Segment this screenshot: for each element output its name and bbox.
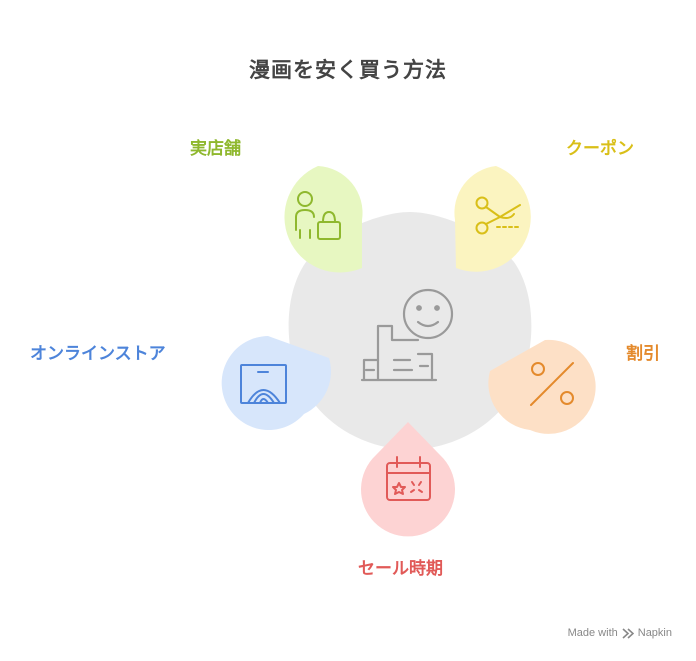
footer-brand: Napkin bbox=[637, 627, 672, 639]
happy-savings-icon bbox=[360, 288, 454, 382]
online-shopping-bag-icon bbox=[240, 364, 287, 404]
label-discount: 割引 bbox=[626, 344, 660, 364]
label-sale-period: セール時期 bbox=[358, 559, 443, 579]
scissors-cutting-coupon-icon bbox=[475, 196, 521, 235]
sale-calendar-icon bbox=[386, 456, 431, 501]
petal-discount bbox=[488, 339, 596, 434]
diagram-title: 漫画を安く買う方法 bbox=[249, 58, 447, 82]
petal-coupon bbox=[454, 166, 531, 272]
petal-physical-store bbox=[284, 166, 363, 273]
petal-online-store bbox=[221, 336, 331, 430]
footer-credit: Made with Napkin bbox=[568, 627, 672, 639]
petal-sale-period bbox=[361, 422, 456, 537]
label-online-store: オンラインストア bbox=[30, 344, 166, 364]
label-coupon: クーポン bbox=[566, 139, 634, 159]
footer-text: Made with bbox=[567, 627, 618, 639]
napkin-logo-icon bbox=[622, 627, 634, 639]
shopper-with-bag-icon bbox=[295, 191, 341, 240]
percent-icon bbox=[530, 362, 574, 406]
label-physical-store: 実店舗 bbox=[190, 139, 241, 159]
